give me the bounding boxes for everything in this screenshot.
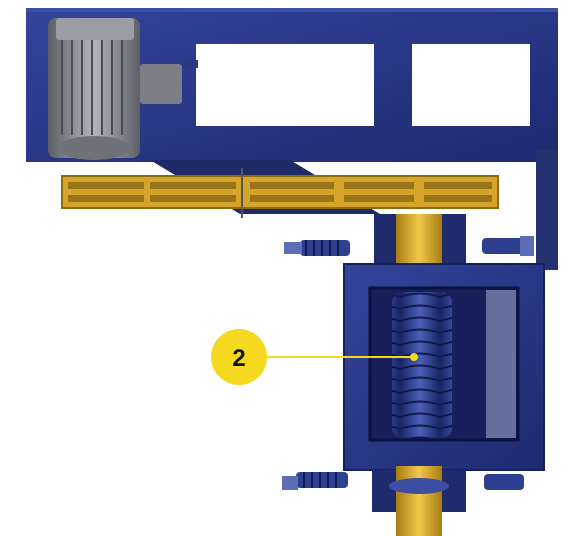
electric-motor-icon bbox=[48, 18, 198, 160]
callout-number: 2 bbox=[232, 345, 245, 372]
frame-window-left bbox=[196, 44, 374, 126]
right-post bbox=[536, 150, 558, 270]
callout-dot bbox=[410, 353, 418, 361]
conveyor-tray bbox=[61, 168, 499, 218]
callout-2: 2 bbox=[211, 329, 418, 385]
spring-icon bbox=[482, 236, 534, 256]
spring-icon bbox=[284, 240, 350, 256]
spring-icon bbox=[282, 472, 348, 490]
upper-shaft bbox=[396, 214, 442, 272]
callout-badge bbox=[211, 329, 267, 385]
frame-window-right bbox=[412, 44, 530, 126]
terminal-box bbox=[140, 64, 182, 104]
screw-auger-icon bbox=[392, 292, 452, 438]
lower-shaft bbox=[396, 466, 442, 536]
spring-icon bbox=[484, 474, 524, 490]
